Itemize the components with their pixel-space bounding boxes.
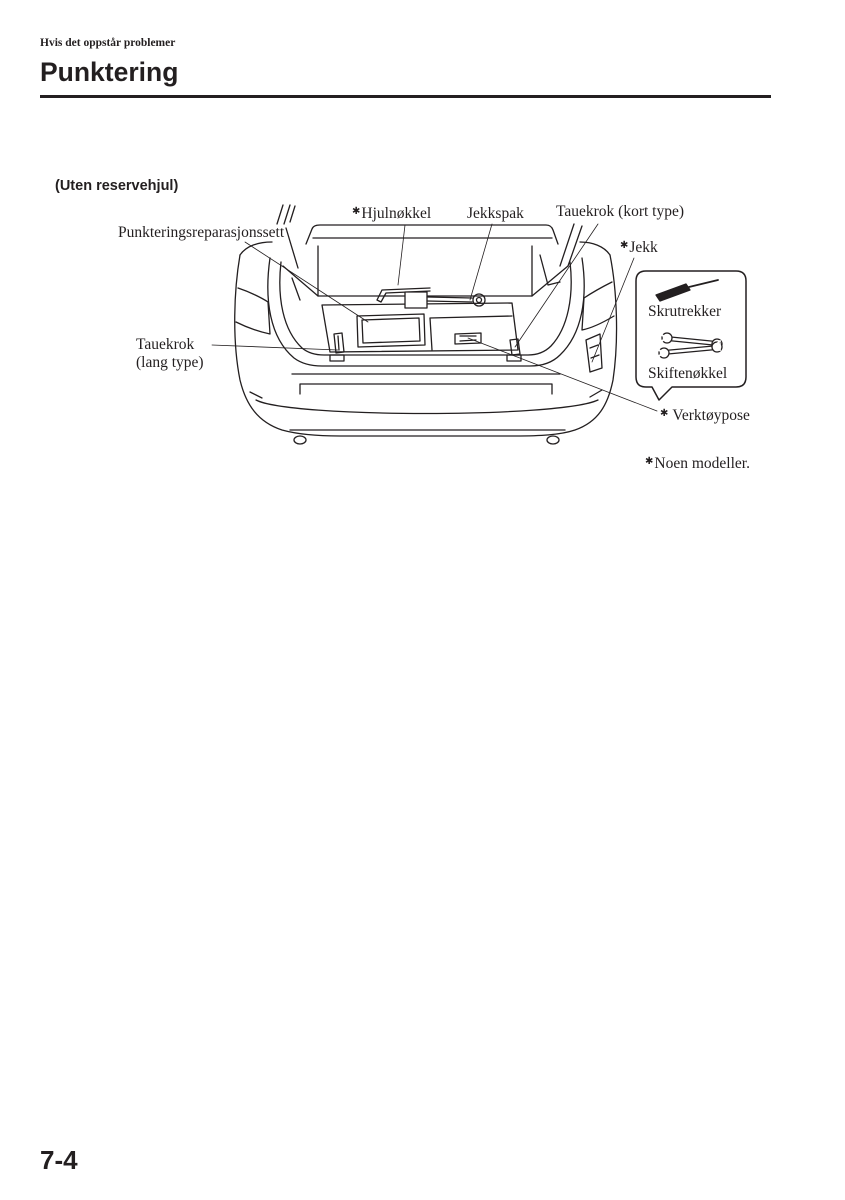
right-taillight: [581, 281, 615, 331]
exhaust-left: [293, 435, 307, 445]
label-line-2: (lang type): [136, 354, 204, 371]
left-hinge: [285, 227, 299, 269]
footnote: ✱Noen modeller.: [645, 456, 750, 472]
body-outline: [234, 254, 618, 437]
asterisk-mark: ✱: [660, 408, 669, 419]
bumper-mid-line: [299, 383, 553, 395]
label-screwdriver: Skrutrekker: [648, 303, 722, 320]
spanner-icon: [658, 332, 723, 359]
label-tool-bag: ✱Verktøypose: [660, 408, 750, 424]
lower-bumper: [255, 399, 599, 415]
section-header: Hvis det oppstår problemer: [40, 37, 176, 49]
right-shoulder: [579, 241, 611, 256]
label-line-1: Tauekrok: [136, 336, 195, 353]
car-body: [234, 241, 618, 445]
leader-tow-hook-short: [514, 223, 599, 348]
footnote-text: Noen modeller.: [654, 455, 750, 472]
tool-bag-drawing: [454, 332, 482, 345]
repair-kit-drawing: [356, 313, 426, 348]
right-strut: [559, 223, 583, 267]
jack-drawing: [585, 333, 603, 373]
label-tow-hook-long: Tauekrok (lang type): [136, 336, 204, 372]
label-jack: ✱Jekk: [620, 240, 658, 256]
label-text: Verktøypose: [672, 407, 750, 424]
left-taillight: [235, 287, 271, 335]
figure-heading: (Uten reservehjul): [55, 178, 179, 194]
label-wheel-wrench: ✱Hjulnøkkel: [352, 206, 431, 222]
leader-jack: [591, 257, 635, 363]
label-tow-hook-short: Tauekrok (kort type): [556, 203, 685, 220]
tools-callout: [635, 270, 747, 401]
leader-repair-kit: [244, 241, 369, 323]
label-jack-handle: Jekkspak: [467, 205, 524, 222]
asterisk-mark: ✱: [352, 206, 361, 217]
floor-tray: [321, 302, 522, 362]
asterisk-mark: ✱: [645, 456, 654, 467]
jack-handle-drawing: [404, 291, 486, 309]
reflectors: [249, 389, 603, 399]
leader-lines: [211, 223, 658, 412]
page-number: 7-4: [40, 1145, 78, 1175]
leader-tool-bag: [467, 337, 658, 412]
label-spanner: Skiftenøkkel: [648, 365, 728, 382]
left-shoulder: [239, 241, 273, 256]
car-trunk-illustration: [211, 204, 747, 445]
page-title: Punktering: [40, 57, 179, 87]
left-lid-edges: [276, 204, 296, 225]
asterisk-mark: ✱: [620, 240, 629, 251]
label-text: Jekk: [629, 239, 658, 256]
exhaust-right: [546, 435, 560, 445]
label-repair-kit: Punkteringsreparasjonssett: [118, 224, 285, 241]
trunk-lid: [276, 204, 583, 269]
tow-hook-long-drawing: [333, 332, 345, 354]
leader-wheel-wrench: [397, 224, 406, 286]
tow-hook-short-drawing: [509, 338, 521, 356]
leader-tow-hook-long: [211, 344, 339, 351]
leader-jack-handle: [469, 223, 493, 301]
screwdriver-icon: [655, 279, 719, 302]
title-rule: [40, 95, 771, 98]
label-text: Hjulnøkkel: [361, 205, 432, 222]
